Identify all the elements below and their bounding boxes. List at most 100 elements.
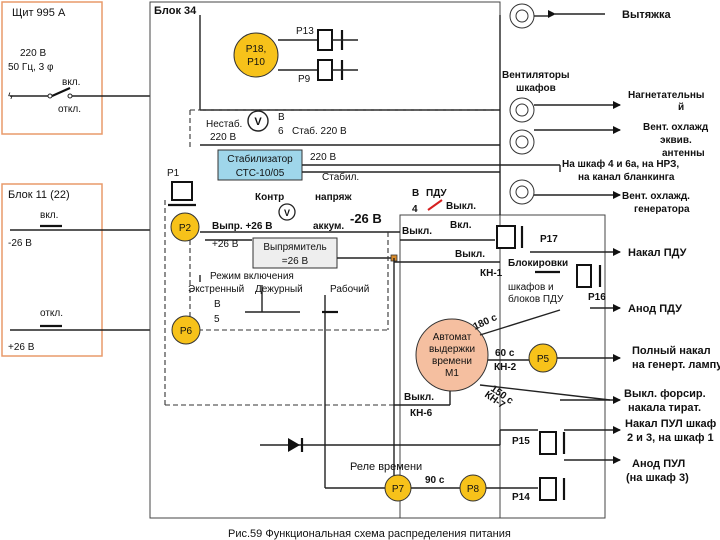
- output-antenna-fan-3: антенны: [662, 148, 705, 159]
- pdu-on: Вкл.: [450, 220, 472, 231]
- delay-60: 60 с: [495, 348, 515, 359]
- output-full-heat-1: Полный накал: [632, 345, 711, 357]
- kn1-label: КН-1: [480, 268, 503, 279]
- output-generator-fan-2: генератора: [634, 204, 690, 215]
- interlock-label-1: Блокировки: [508, 258, 568, 269]
- svg-text:выдержки: выдержки: [429, 344, 475, 355]
- output-pul-heat-1: Накал ПУЛ шкаф: [625, 418, 717, 430]
- output-pdu-anode: Анод ПДУ: [628, 303, 682, 315]
- shield-title: Щит 995 А: [12, 7, 66, 19]
- svg-text:Р13: Р13: [296, 26, 314, 37]
- block11-off-label: откл.: [40, 308, 63, 319]
- rectifier-output: Выпр. +26 В: [212, 221, 272, 232]
- diode-icon: [288, 438, 300, 452]
- output-blower-2: й: [678, 102, 684, 113]
- output-pdu-heat: Накал ПДУ: [628, 247, 687, 259]
- stabilizer-output: 220 В: [310, 152, 336, 163]
- unstab-voltage: 220 В: [210, 132, 236, 143]
- svg-text:5: 5: [214, 314, 220, 325]
- output-antenna-fan-1: Вент. охлажд: [643, 122, 709, 133]
- rectifier-box: [252, 237, 338, 269]
- shield-switch: [51, 86, 71, 98]
- kn2-label: КН-2: [494, 362, 517, 373]
- coil-p13: Р13: [296, 26, 358, 51]
- relay-p5: Р5: [528, 343, 558, 373]
- relay-p18-p10: Р18, Р10: [233, 32, 279, 78]
- svg-text:Р10: Р10: [247, 57, 265, 68]
- svg-text:Р17: Р17: [540, 234, 558, 245]
- svg-text:Р2: Р2: [179, 223, 192, 234]
- output-generator-fan-1: Вент. охлажд.: [622, 191, 690, 202]
- svg-text:В: В: [214, 299, 221, 310]
- battery-label: аккум.: [313, 221, 344, 232]
- output-forcing-1: Выкл. форсир.: [624, 388, 706, 400]
- svg-text:Р15: Р15: [512, 436, 530, 447]
- svg-text:Р9: Р9: [298, 74, 311, 85]
- svg-text:СТС-10/05: СТС-10/05: [236, 168, 285, 179]
- svg-text:Автомат: Автомат: [433, 332, 472, 343]
- svg-text:Стабилизатор: Стабилизатор: [227, 153, 293, 165]
- interlock-label-3: блоков ПДУ: [508, 293, 564, 305]
- output-exhaust: Вытяжка: [622, 9, 671, 21]
- relay-p2: Р2: [170, 212, 200, 242]
- svg-text:Р14: Р14: [512, 492, 530, 503]
- svg-text:Р18,: Р18,: [246, 44, 267, 55]
- stabilizer-box: [217, 149, 303, 181]
- output-pul-anode-1: Анод ПУЛ: [632, 458, 685, 470]
- battery-voltage: -26 В: [350, 211, 382, 226]
- mode-title: Режим включения: [210, 271, 294, 282]
- svg-text:V: V: [254, 116, 262, 128]
- svg-text:4: 4: [412, 204, 418, 215]
- output-forcing-2: накала тират.: [628, 402, 701, 414]
- block11-title: Блок 11 (22): [8, 189, 70, 201]
- block11-panel: Блок 11 (22) вкл. -26 В откл. +26 В: [1, 183, 150, 357]
- svg-text:Выпрямитель: Выпрямитель: [263, 242, 326, 253]
- svg-text:Р6: Р6: [180, 326, 193, 337]
- output-nrz-1: На шкаф 4 и 6а, на НРЗ,: [562, 158, 679, 170]
- output-pul-heat-2: 2 и 3, на шкаф 1: [627, 432, 714, 444]
- coil-p15: Р15: [512, 431, 566, 455]
- block34-frame: [149, 1, 501, 519]
- cabinet-fans-label-2: шкафов: [516, 82, 556, 94]
- shield-voltage: 220 В: [20, 48, 46, 59]
- output-full-heat-2: на генерт. лампу: [632, 359, 720, 371]
- block11-on-label: вкл.: [40, 210, 58, 221]
- coil-p14: Р14: [512, 477, 566, 503]
- svg-text:ϟ: ϟ: [8, 91, 13, 101]
- timer-relay-label: Реле времени: [350, 461, 422, 473]
- voltage-label: напряж: [315, 192, 352, 203]
- mode-work: Рабочий: [330, 283, 369, 295]
- shield-on-label: вкл.: [62, 77, 80, 88]
- voltmeter-icon: [278, 203, 296, 221]
- pdu-off-1: Выкл.: [446, 201, 476, 212]
- relay-p7: Р7: [384, 474, 412, 502]
- mode-emergency: Экстренный: [188, 284, 244, 295]
- coil-p16: Р16: [576, 264, 606, 303]
- fan-antenna-icon: [509, 129, 535, 155]
- timer-automat-m1: Автомат выдержки времени М1: [415, 318, 489, 392]
- svg-text:=26 В: =26 В: [282, 256, 309, 267]
- svg-text:Р16: Р16: [588, 292, 606, 303]
- fan-exhaust-icon: [509, 3, 550, 29]
- plus26-label: +26 В: [212, 239, 239, 250]
- stabilized-label: Стабил.: [322, 171, 359, 183]
- cabinet-fans-label-1: Вентиляторы: [502, 70, 570, 81]
- svg-text:Р5: Р5: [537, 354, 550, 365]
- svg-text:Р8: Р8: [467, 484, 480, 495]
- stab-label: Стаб. 220 В: [292, 125, 347, 137]
- relay-p8: Р8: [459, 474, 487, 502]
- shield-panel: Щит 995 А 220 В 50 Гц, 3 φ вкл. откл. ϟ: [1, 1, 150, 135]
- relay-p6: Р6: [171, 315, 201, 345]
- coil-p1: [171, 181, 193, 201]
- coil-p1-label: Р1: [167, 168, 180, 179]
- unstab-label: Нестаб.: [206, 118, 242, 130]
- svg-text:М1: М1: [445, 368, 459, 379]
- mode-duty: Дежурный: [255, 284, 303, 295]
- shield-frequency: 50 Гц, 3 φ: [8, 62, 54, 73]
- svg-text:В: В: [278, 112, 285, 123]
- pdu-switch: [427, 199, 443, 211]
- svg-text:времени: времени: [432, 356, 472, 367]
- figure-caption: Рис.59 Функциональная схема распределени…: [228, 528, 511, 540]
- interlock-label-2: шкафов и: [508, 281, 554, 293]
- coil-p9: Р9: [298, 59, 358, 85]
